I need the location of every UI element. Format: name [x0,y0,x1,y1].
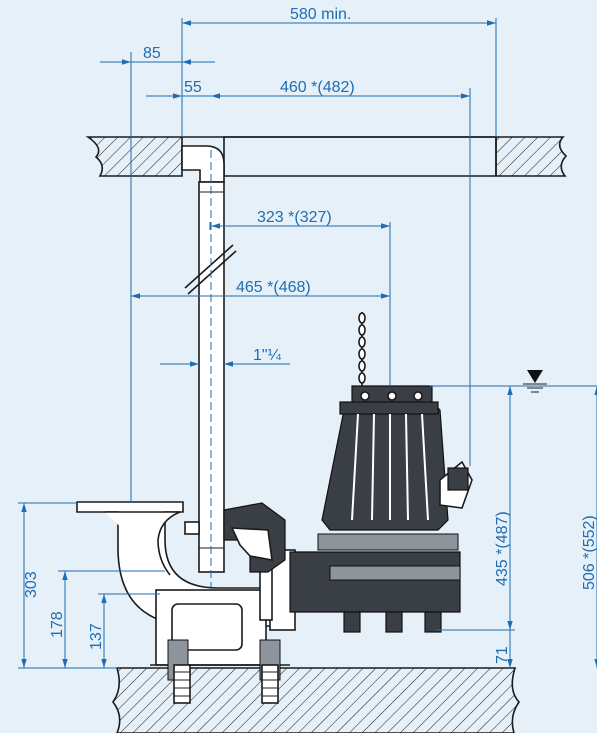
dim-323: 323 *(327) [257,209,332,226]
guide-claw [184,502,286,573]
dim-435: 435 *(487) [494,511,511,586]
top-slab [85,136,568,177]
dim-71: 71 [494,646,511,664]
dim-303: 303 [23,571,40,598]
dimension-labels: 580 min. 85 55 460 *(482) 323 *(327) 465… [23,6,597,664]
base-elbow [76,501,296,681]
dimension-lines [18,18,597,669]
lifting-chain [358,312,366,386]
dim-178: 178 [49,611,66,638]
anchor-bolts [173,664,279,704]
dim-85: 85 [143,45,161,62]
dim-465: 465 *(468) [236,279,311,296]
dim-55: 55 [184,79,202,96]
pump [289,385,473,633]
dim-pipe-size: 1"¼ [253,347,282,364]
floor [112,667,521,733]
discharge-pipe [181,145,237,660]
dim-506: 506 *(552) [581,515,597,590]
water-level-symbol [523,370,547,393]
dim-137: 137 [88,623,105,650]
dim-580-min: 580 min. [290,6,351,23]
dim-460: 460 *(482) [280,79,355,96]
